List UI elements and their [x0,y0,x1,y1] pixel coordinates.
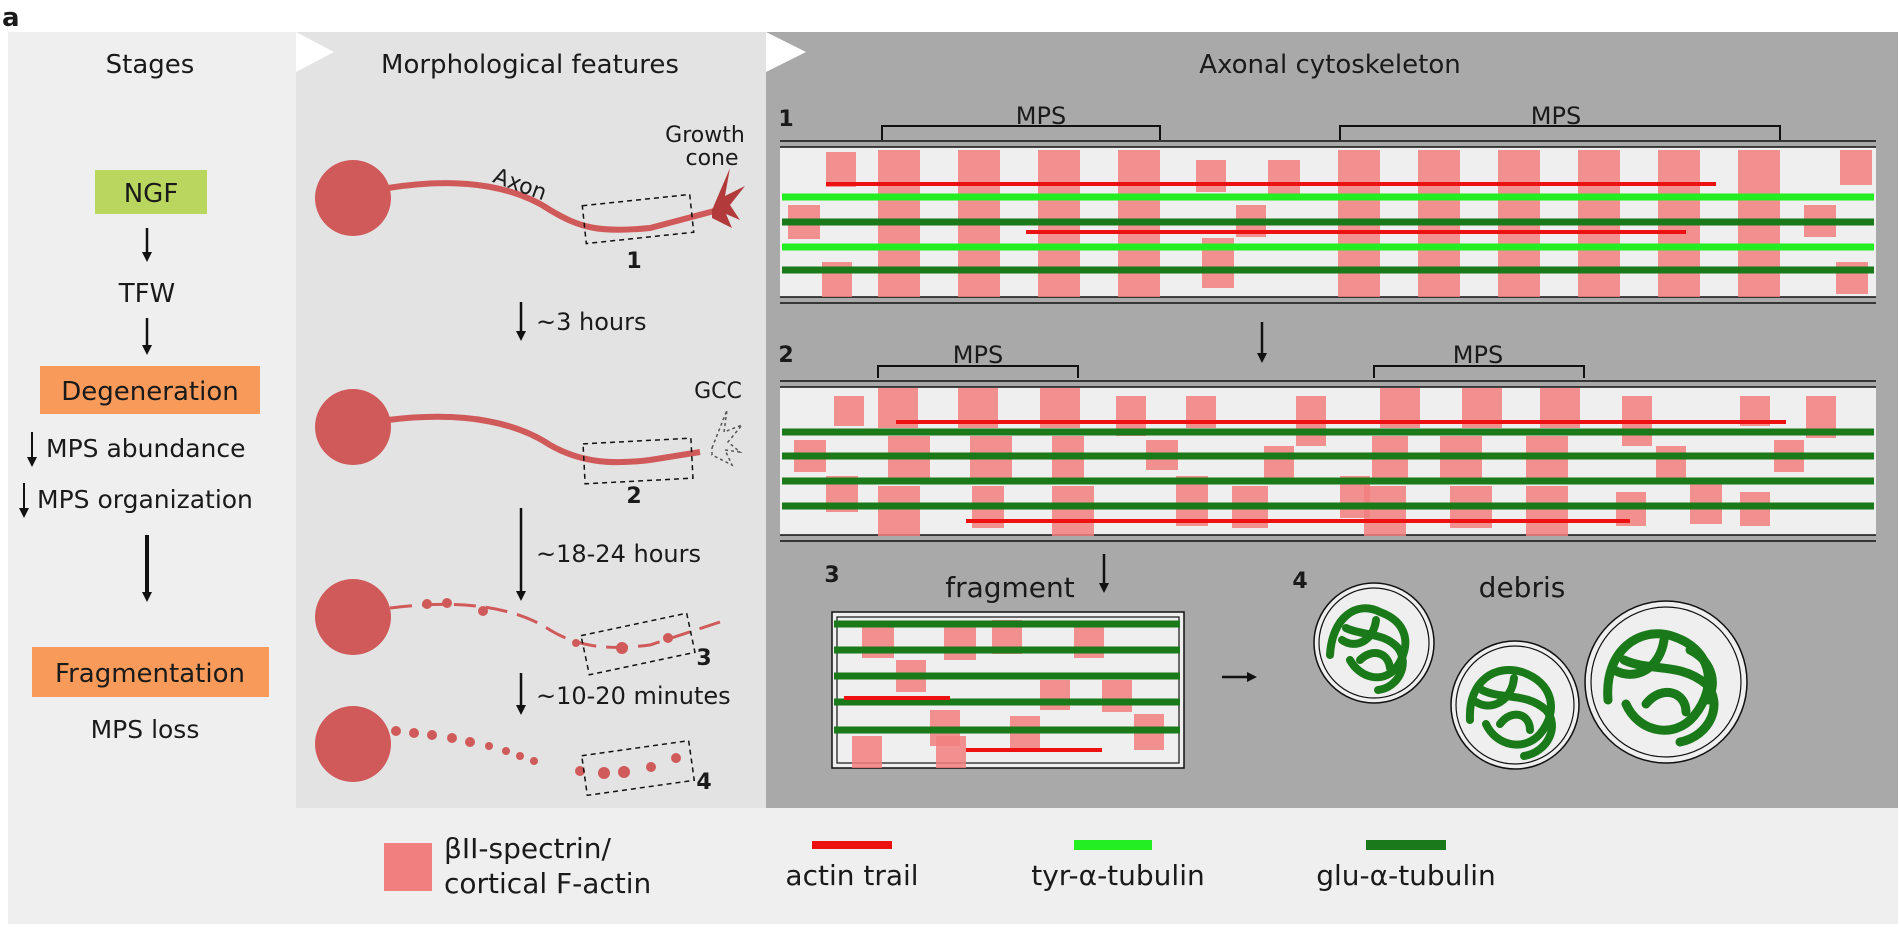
debris-label: debris [1479,571,1566,604]
legend-spectrin-swatch [384,843,432,891]
tfw-label: TFW [118,279,176,309]
axon-2 [387,413,701,466]
legend-glu-swatch [1366,840,1446,850]
time-label-2: ~18-24 hours [536,540,701,568]
growth-cone [712,168,745,228]
axon-3-beads [422,598,673,654]
tubulin-lines-3 [834,620,1180,734]
growth-cone-label-2: cone [685,146,738,171]
mps-organization-label: MPS organization [37,485,253,514]
fragmentation-box [32,647,269,697]
soma-1 [315,160,391,236]
gcc-label: GCC [694,379,742,404]
morphology-header: Morphological features [381,50,679,80]
inset-box-1 [581,193,695,245]
axon-1 [387,180,719,233]
stages-header: Stages [106,50,195,80]
debris-particle-1 [1313,582,1435,704]
legend-actin-label: actin trail [785,859,918,892]
debris-particle-3 [1584,600,1748,764]
morphology-header-chevron [296,32,334,72]
legend-actin-swatch [812,841,892,849]
legend-spectrin-label-1: βII-spectrin/ [444,832,611,865]
cyto-panel-1-number: 1 [778,107,793,132]
axon-segment-2-membrane [780,380,1876,542]
degeneration-box [40,366,260,414]
soma-2 [315,389,391,465]
tubulin-lines-1 [782,193,1874,274]
axon-segment-2-content [782,388,1874,536]
time-label-1: ~3 hours [536,308,646,336]
mps-label-2b: MPS [1453,341,1503,369]
tubulin-lines-2 [782,428,1874,510]
ngf-box [95,170,207,214]
actin-trails-1 [826,182,1716,234]
mps-loss-label: MPS loss [91,715,200,744]
cyto-panel-2-number: 2 [778,343,793,368]
legend-spectrin-label-2: cortical F-actin [444,867,651,900]
panel-letter: a [2,3,20,33]
cyto-panel-4-number: 4 [1292,569,1307,594]
fragment-label: fragment [945,571,1075,604]
axon-4-fragments [391,726,681,779]
inset-number-2: 2 [626,484,641,509]
mps-label-2a: MPS [953,341,1003,369]
mps-bracket-2a [877,365,1079,378]
actin-trails-2 [896,420,1786,523]
actin-trails-3 [844,696,1102,752]
growth-cone-label-1: Growth [665,123,745,148]
inset-box-2 [582,437,694,485]
fragment-box-inner [836,616,1180,764]
axon-segment-1-content [782,150,1874,297]
fragmentation-label: Fragmentation [55,659,245,689]
degeneration-label: Degeneration [61,377,238,407]
soma-3 [315,579,391,655]
inset-number-4: 4 [696,770,711,795]
ngf-label: NGF [124,179,179,209]
mps-bracket-1a [881,125,1161,140]
mps-label-1b: MPS [1531,102,1581,130]
cyto-panel-3-number: 3 [824,563,839,588]
inset-box-4 [580,739,696,797]
inset-number-3: 3 [696,646,711,671]
mps-label-1a: MPS [1016,102,1066,130]
legend-tyr-label: tyr-α-tubulin [1031,859,1204,892]
legend-tyr-swatch [1074,840,1152,850]
mps-abundance-label: MPS abundance [46,434,246,463]
mps-bracket-1b [1339,125,1781,140]
inset-number-1: 1 [626,249,641,274]
cytoskeleton-header: Axonal cytoskeleton [1199,50,1460,80]
soma-4 [315,706,391,782]
mps-bracket-2b [1373,365,1585,378]
fragment-content [834,620,1180,768]
debris-particle-2 [1450,640,1580,770]
time-label-3: ~10-20 minutes [536,682,731,710]
legend-glu-label: glu-α-tubulin [1316,859,1496,892]
cytoskeleton-header-chevron [766,32,806,72]
collapsed-growth-cone [711,409,745,467]
